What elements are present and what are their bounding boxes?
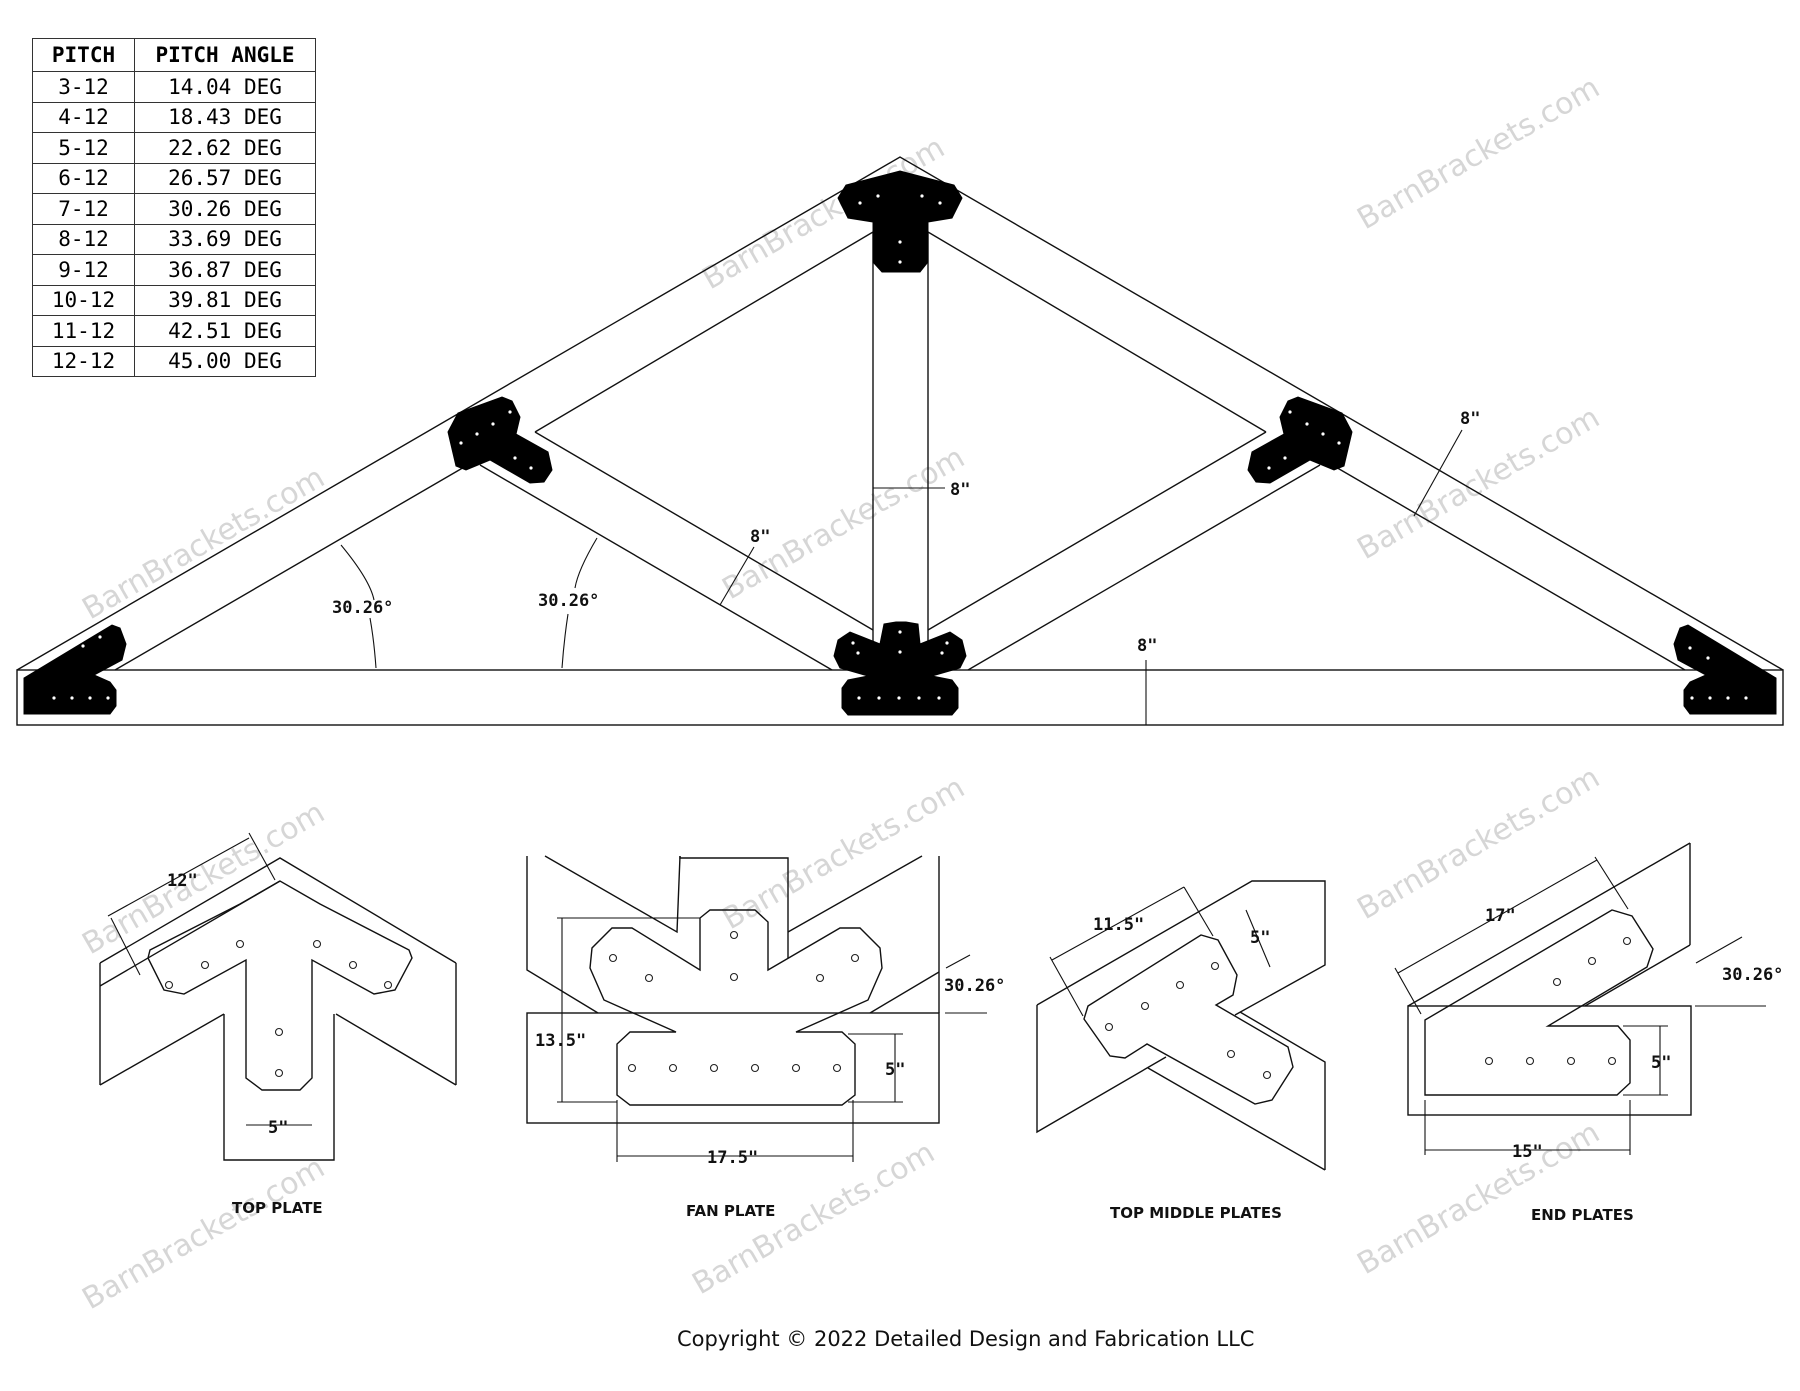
fan-bottom-width-label: 5" xyxy=(885,1060,905,1080)
header-pitch: PITCH xyxy=(32,38,135,72)
angle-cell: 22.62 DEG xyxy=(134,132,316,164)
end-plate-right xyxy=(1670,624,1777,715)
watermark: BarnBrackets.com xyxy=(1352,70,1606,237)
left-web-lower xyxy=(479,464,833,671)
middle-length-label: 11.5" xyxy=(1093,915,1144,935)
top-chord-inner-right xyxy=(1333,465,1686,671)
detail-top-middle-plates: 11.5" 5" TOP MIDDLE PLATES xyxy=(1036,880,1326,1222)
pitch-cell: 7-12 xyxy=(32,193,135,225)
top-chord-outer xyxy=(16,156,1784,671)
pitch-cell: 10-12 xyxy=(32,284,135,316)
end-bottom-length-label: 15" xyxy=(1512,1142,1543,1162)
angle-label-web: 30.26° xyxy=(538,591,599,611)
header-pitch-angle: PITCH ANGLE xyxy=(134,38,316,72)
watermark: BarnBrackets.com xyxy=(77,460,331,627)
end-width-label: 5" xyxy=(1651,1053,1671,1073)
copyright-text: Copyright © 2022 Detailed Design and Fab… xyxy=(677,1327,1254,1351)
detail-end-plates: 17" 15" 5" 30.26° END PLATES xyxy=(1394,842,1783,1224)
end-angle-label: 30.26° xyxy=(1722,965,1783,985)
bottom-chord-label: 8" xyxy=(1137,636,1157,656)
angle-cell: 26.57 DEG xyxy=(134,162,316,194)
middle-plate-left xyxy=(447,396,553,484)
right-web-upper xyxy=(927,431,1267,631)
right-web-lower xyxy=(967,464,1321,671)
top-plate-arm-label: 12" xyxy=(167,871,198,891)
dim-chord-width: 8" xyxy=(1413,409,1480,517)
fan-plate-installed xyxy=(833,621,967,716)
fan-height-label: 13.5" xyxy=(535,1031,586,1051)
end-top-length-label: 17" xyxy=(1485,906,1516,926)
dim-bottom-chord: 8" xyxy=(1137,636,1157,725)
angle-cell: 30.26 DEG xyxy=(134,193,316,225)
angle-label-left: 30.26° xyxy=(332,598,393,618)
watermark: BarnBrackets.com xyxy=(1352,1115,1606,1282)
top-plate-installed xyxy=(837,170,963,273)
pitch-cell: 9-12 xyxy=(32,254,135,286)
angle-cell: 18.43 DEG xyxy=(134,101,316,133)
dim-post-width: 8" xyxy=(873,480,970,500)
middle-plate-right xyxy=(1247,396,1353,484)
middle-width-label: 5" xyxy=(1250,928,1270,948)
angle-cell: 14.04 DEG xyxy=(134,71,316,103)
dim-angle-web: 30.26° xyxy=(538,537,599,669)
watermark: BarnBrackets.com xyxy=(1352,760,1606,927)
truss-elevation: 30.26° 30.26° 8" 8" 8" 8" xyxy=(16,156,1784,726)
dim-angle-left: 30.26° xyxy=(332,544,393,669)
end-plate-left xyxy=(23,624,127,715)
chord-width-label: 8" xyxy=(1460,409,1480,429)
detail-fan-plate: 13.5" 17.5" 5" 30.26° FAN PLATE xyxy=(526,855,1005,1220)
fan-plate-caption: FAN PLATE xyxy=(686,1202,775,1220)
detail-top-plate: 12" 5" TOP PLATE xyxy=(99,832,457,1217)
pitch-cell: 5-12 xyxy=(32,132,135,164)
pitch-table-header: PITCH PITCH ANGLE xyxy=(32,38,316,72)
pitch-cell: 12-12 xyxy=(32,345,135,377)
top-chord-inner-right-upper xyxy=(927,231,1267,433)
fan-width-label: 17.5" xyxy=(707,1148,758,1168)
top-plate-stem-label: 5" xyxy=(268,1118,288,1138)
angle-cell: 42.51 DEG xyxy=(134,315,316,347)
watermark: BarnBrackets.com xyxy=(77,795,331,962)
top-chord-inner-left xyxy=(114,465,467,671)
top-chord-inner-left-upper xyxy=(534,231,874,433)
dim-web-width: 8" xyxy=(719,527,770,606)
fan-angle-label: 30.26° xyxy=(944,976,1005,996)
pitch-cell: 3-12 xyxy=(32,71,135,103)
left-web-upper xyxy=(534,431,874,631)
top-plate-caption: TOP PLATE xyxy=(232,1199,323,1217)
pitch-cell: 11-12 xyxy=(32,315,135,347)
watermark: BarnBrackets.com xyxy=(717,770,971,937)
top-middle-caption: TOP MIDDLE PLATES xyxy=(1110,1204,1282,1222)
pitch-cell: 6-12 xyxy=(32,162,135,194)
watermark: BarnBrackets.com xyxy=(717,440,971,607)
end-plates-caption: END PLATES xyxy=(1531,1206,1634,1224)
pitch-cell: 8-12 xyxy=(32,223,135,255)
angle-cell: 33.69 DEG xyxy=(134,223,316,255)
angle-cell: 36.87 DEG xyxy=(134,254,316,286)
watermark: BarnBrackets.com xyxy=(77,1150,331,1317)
pitch-cell: 4-12 xyxy=(32,101,135,133)
post-width-label: 8" xyxy=(950,480,970,500)
web-width-label: 8" xyxy=(750,527,770,547)
angle-cell: 39.81 DEG xyxy=(134,284,316,316)
angle-cell: 45.00 DEG xyxy=(134,345,316,377)
